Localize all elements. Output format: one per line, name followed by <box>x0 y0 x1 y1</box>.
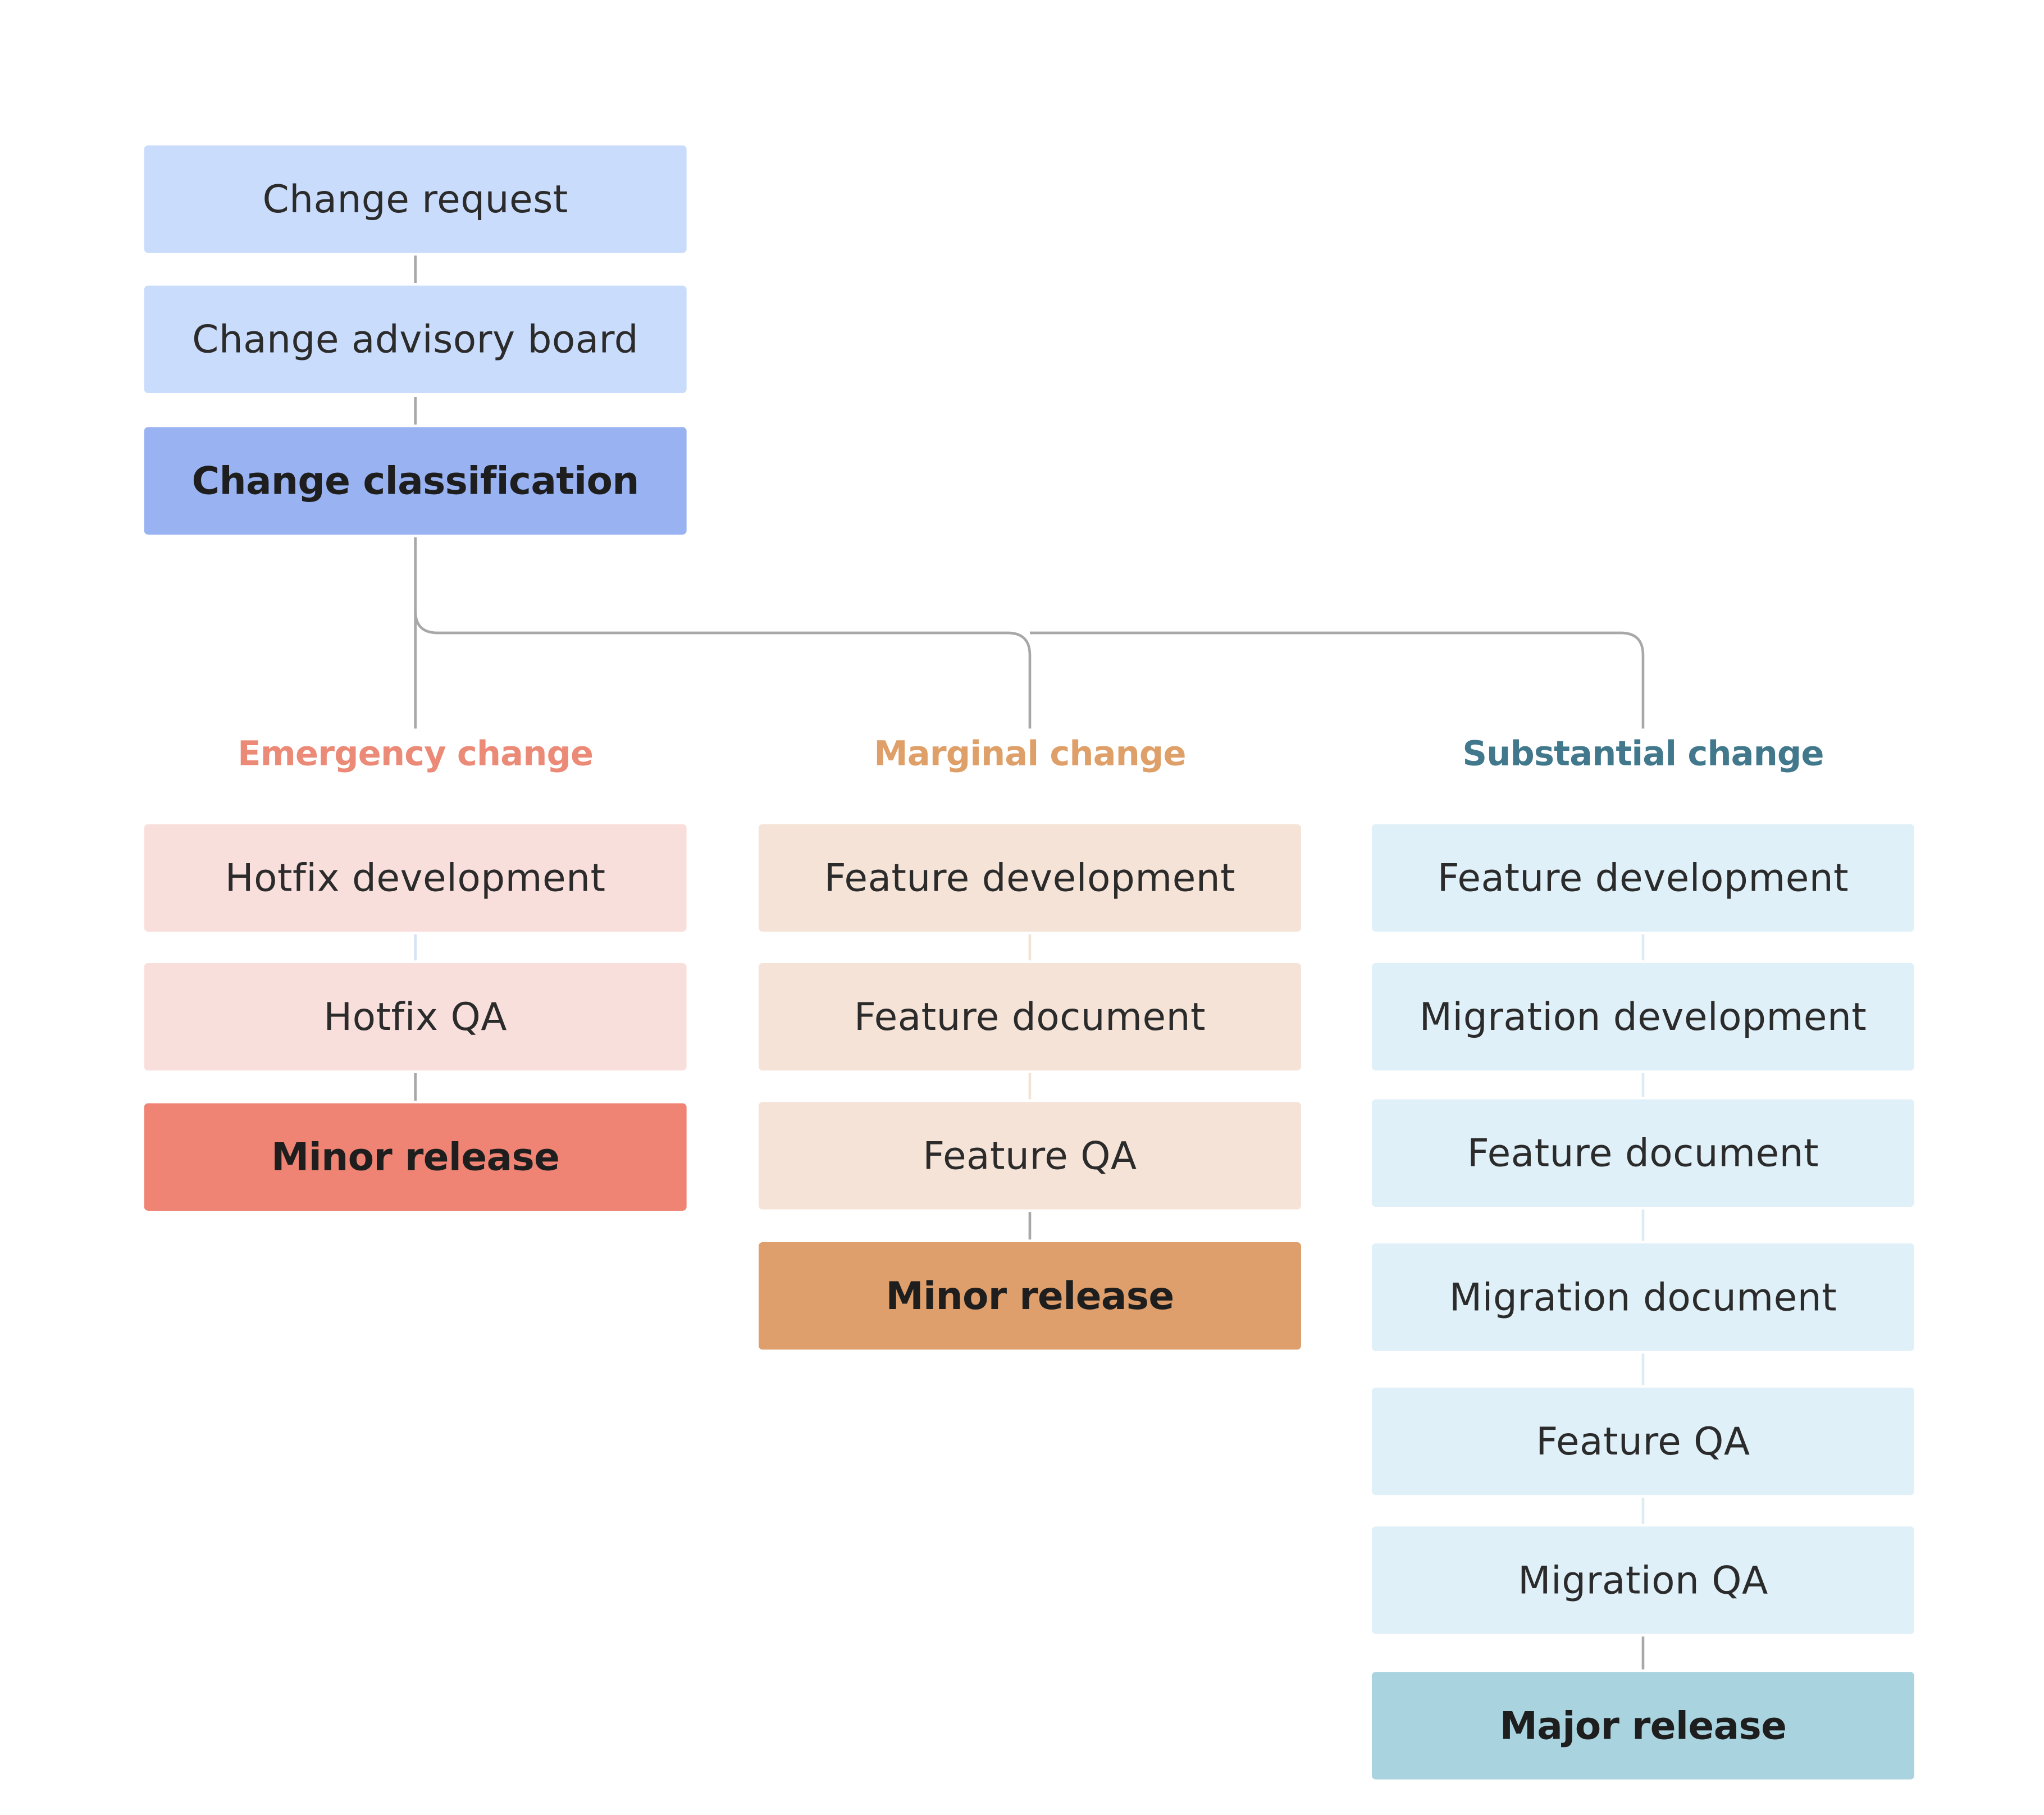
marginal-step-box: Feature QA <box>758 1102 1301 1210</box>
connector-branch-substantial <box>1029 631 1645 729</box>
marginal-step-box: Feature document <box>758 963 1301 1071</box>
change-advisory-board-box: Change advisory board <box>144 285 687 393</box>
connector-branch-marginal <box>414 610 1032 729</box>
substantial-step-box: Feature QA <box>1371 1387 1914 1495</box>
emergency-change-title: Emergency change <box>238 735 594 774</box>
substantial-release-box: Major release <box>1371 1672 1914 1780</box>
emergency-step-box: Hotfix QA <box>144 963 687 1071</box>
substantial-step-box: Migration QA <box>1371 1526 1914 1634</box>
change-request-box: Change request <box>144 145 687 253</box>
marginal-release-box: Minor release <box>758 1242 1301 1350</box>
marginal-step-box: Feature development <box>758 824 1301 932</box>
emergency-release-box: Minor release <box>144 1103 687 1211</box>
marginal-change-title: Marginal change <box>874 735 1186 774</box>
substantial-step-box: Migration development <box>1371 963 1914 1071</box>
substantial-step-box: Feature document <box>1371 1099 1914 1207</box>
emergency-step-box: Hotfix development <box>144 824 687 932</box>
substantial-step-box: Migration document <box>1371 1243 1914 1351</box>
change-classification-box: Change classification <box>144 427 687 535</box>
substantial-change-title: Substantial change <box>1462 735 1824 774</box>
substantial-step-box: Feature development <box>1371 824 1914 932</box>
